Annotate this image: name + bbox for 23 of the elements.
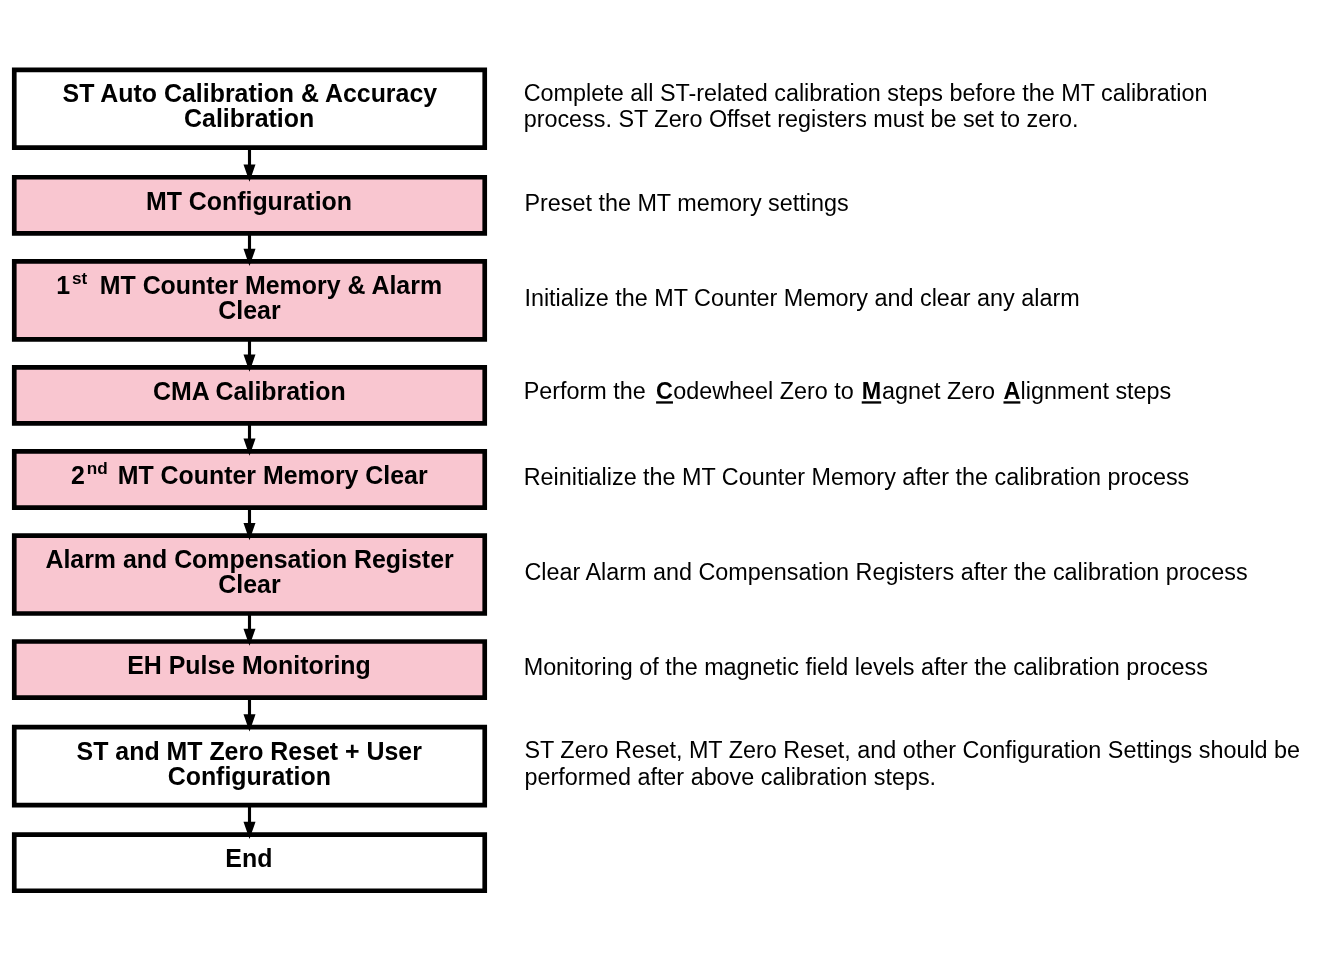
- arrow: [243, 805, 256, 840]
- arrow: [243, 697, 256, 732]
- node-label: Monitoring of the magnetic field levels after the calibration process: [523, 654, 1208, 681]
- node-box: ST Auto Calibration & Accuracy Calibration: [11, 67, 488, 150]
- node-label: Reinitialize the MT Counter Memory after the calibration process: [523, 463, 1190, 490]
- node-label: Initialize the MT Counter Memory and clear any alarm: [524, 284, 1080, 311]
- node-box: CMA Calibration: [11, 365, 488, 426]
- node-box: EH Pulse Monitoring: [11, 639, 488, 700]
- node-label: Preset the MT memory settings: [524, 189, 849, 216]
- node-box: ST and MT Zero Reset + User Configuration: [11, 724, 488, 808]
- arrow: [243, 233, 256, 267]
- node-label: ST Zero Reset, MT Zero Reset, and other Configuration Settings should be performed after above calibration steps.: [524, 737, 1301, 790]
- node-box: End: [11, 832, 488, 894]
- node-box: 1$^{st}$ MT Counter Memory & Alarm Clear: [11, 259, 488, 342]
- node-label: Perform the Codewheel Zero to Magnet Zero Alignment steps: [523, 378, 1172, 405]
- node-label: Complete all ST-related calibration steps before the MT calibration process. ST Zero Offset registers must be set to zero.: [523, 79, 1208, 133]
- node-box: Alarm and Compensation Register Clear: [11, 533, 488, 616]
- node-label: Clear Alarm and Compensation Registers after the calibration process: [524, 558, 1248, 585]
- arrow: [243, 614, 256, 646]
- node-box: 2$^{nd}$ MT Counter Memory Clear: [11, 449, 488, 510]
- node-box: MT Configuration: [11, 174, 488, 236]
- arrow: [243, 423, 256, 456]
- arrow: [243, 147, 256, 182]
